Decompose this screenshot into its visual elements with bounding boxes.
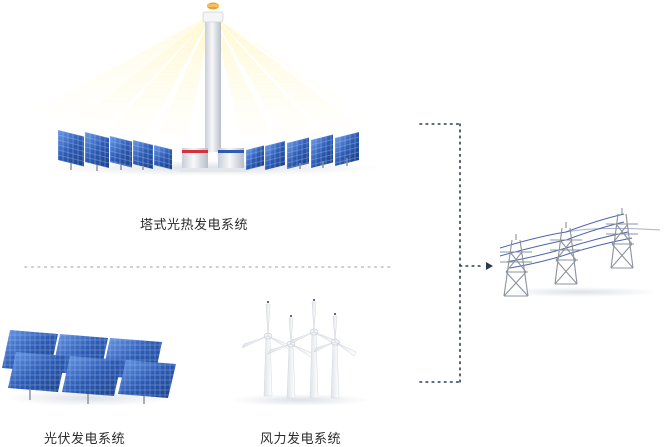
receiver-tower xyxy=(202,2,224,152)
wind-turbine xyxy=(313,313,357,399)
solar-tower-plant xyxy=(35,2,382,176)
arrow-right-icon xyxy=(486,262,493,270)
wind-turbine xyxy=(241,301,293,397)
transmission-tower xyxy=(550,222,582,285)
storage-tanks xyxy=(180,148,246,172)
label-wind-power: 风力发电系统 xyxy=(260,432,342,447)
label-photovoltaic: 光伏发电系统 xyxy=(44,432,126,447)
transmission-tower xyxy=(606,208,638,269)
sun-beams xyxy=(35,14,380,152)
label-tower-solar-thermal: 塔式光热发电系统 xyxy=(140,218,249,233)
heliostat-field-left xyxy=(58,130,172,171)
wind-turbine xyxy=(267,315,315,399)
transmission-tower xyxy=(500,234,532,297)
connector-lines xyxy=(419,123,485,383)
heliostat-field-right xyxy=(246,132,359,170)
transmission-towers xyxy=(499,208,661,297)
wind-turbine-farm xyxy=(230,299,370,406)
pv-panel-array xyxy=(2,330,176,406)
